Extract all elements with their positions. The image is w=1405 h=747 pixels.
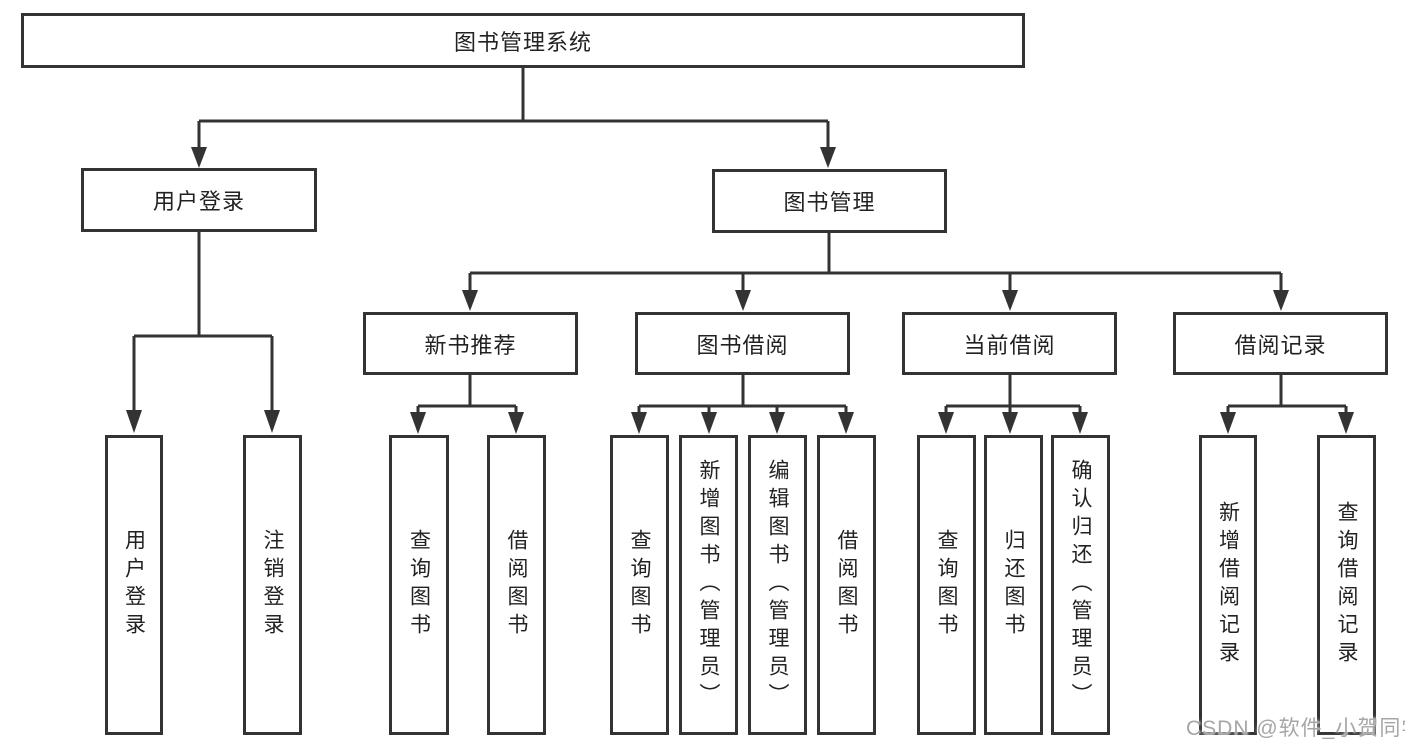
leaf-return-books: 归还图书 [984, 435, 1043, 735]
node-book-borrow: 图书借阅 [635, 312, 850, 375]
arrow-down-icon [1338, 412, 1354, 434]
arrow-down-icon [1273, 290, 1289, 311]
leaf-add-books-admin: 新增图书（管理员） [679, 435, 738, 735]
arrow-down-icon [508, 412, 524, 434]
node-borrow-records: 借阅记录 [1173, 312, 1388, 375]
leaf-query-books-current: 查询图书 [917, 435, 976, 735]
leaf-edit-books-admin: 编辑图书（管理员） [748, 435, 807, 735]
arrow-down-icon [1002, 412, 1018, 434]
arrow-down-icon [1072, 412, 1088, 434]
arrow-down-icon [1220, 412, 1236, 434]
arrow-down-icon [264, 410, 280, 433]
arrow-down-icon [462, 290, 478, 311]
node-root-system: 图书管理系统 [21, 13, 1025, 68]
arrow-down-icon [191, 147, 207, 168]
leaf-borrow-books-recommend: 借阅图书 [487, 435, 546, 735]
arrow-down-icon [410, 412, 426, 434]
arrow-down-icon [1002, 290, 1018, 311]
arrow-down-icon [735, 290, 751, 311]
node-new-book-recommend: 新书推荐 [363, 312, 578, 375]
arrow-down-icon [631, 412, 647, 434]
arrow-down-icon [701, 412, 717, 434]
leaf-query-borrow-record: 查询借阅记录 [1317, 435, 1376, 735]
leaf-confirm-return-admin: 确认归还（管理员） [1051, 435, 1110, 735]
leaf-borrow-books: 借阅图书 [817, 435, 876, 735]
leaf-add-borrow-record: 新增借阅记录 [1199, 435, 1257, 735]
node-current-borrow: 当前借阅 [902, 312, 1117, 375]
arrow-down-icon [838, 412, 854, 434]
arrow-down-icon [126, 410, 142, 433]
leaf-user-login: 用户登录 [105, 435, 163, 735]
watermark: CSDN @软件_小贺同学 [1186, 717, 1405, 740]
arrow-down-icon [938, 412, 954, 434]
node-book-management: 图书管理 [712, 169, 947, 233]
node-user-login-group: 用户登录 [81, 168, 317, 232]
leaf-logout: 注销登录 [243, 435, 302, 735]
leaf-query-books-recommend: 查询图书 [389, 435, 449, 735]
arrow-down-icon [769, 412, 785, 434]
arrow-down-icon [820, 147, 836, 168]
leaf-query-books-borrow: 查询图书 [610, 435, 669, 735]
